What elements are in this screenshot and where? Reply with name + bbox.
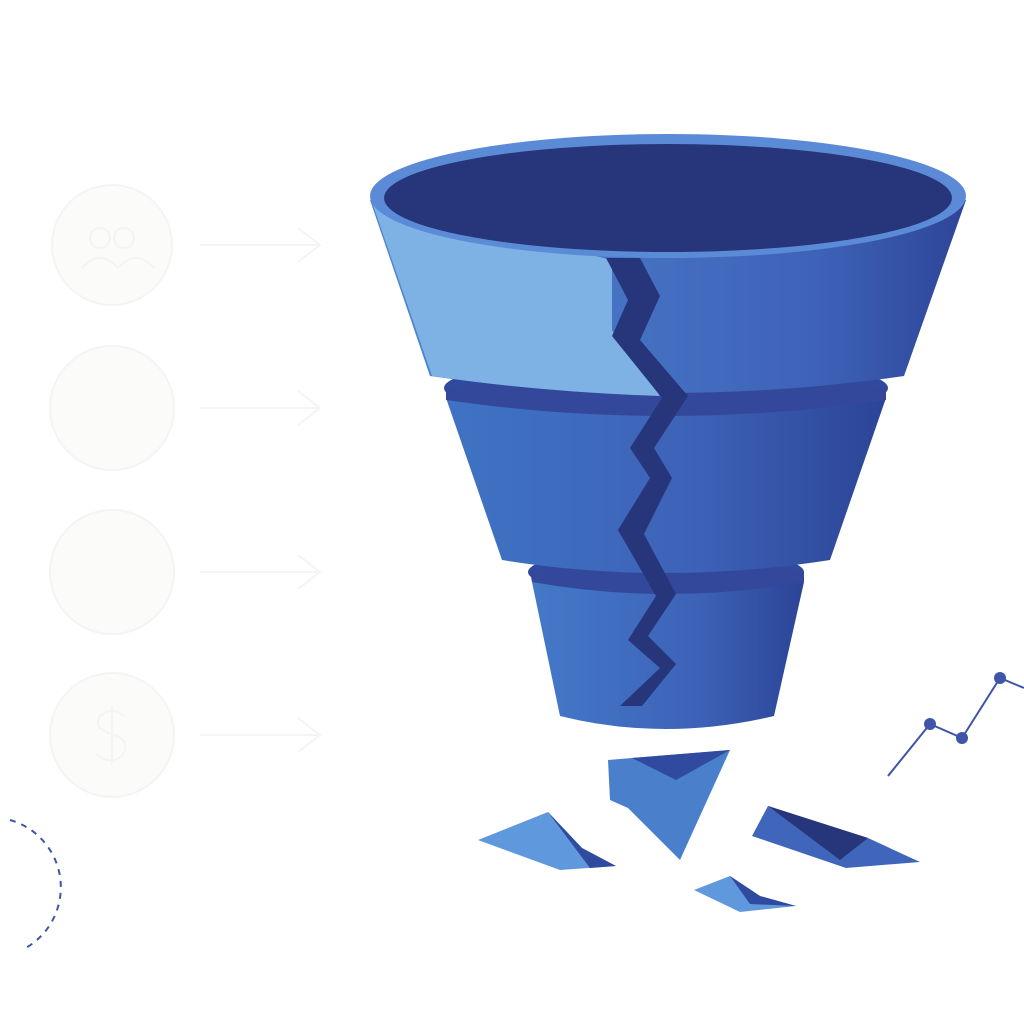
- arrow-right-icon: [200, 227, 322, 263]
- dollar-icon: [49, 672, 175, 798]
- trend-line-accent: [887, 672, 1024, 777]
- arrow-right-icon: [200, 390, 322, 426]
- funnel: [370, 134, 966, 729]
- shard: [768, 806, 868, 860]
- shard: [548, 812, 616, 868]
- broken-shards: [478, 750, 920, 912]
- people-group-icon: [51, 184, 173, 306]
- blank-circle-icon: [49, 345, 175, 471]
- funnel-crack: [606, 258, 688, 706]
- shard: [730, 876, 796, 906]
- arrow-right-icon: [200, 717, 322, 753]
- shard: [608, 750, 730, 860]
- funnel-top-section: [370, 134, 966, 396]
- stage-icons: [49, 184, 322, 798]
- blank-circle-icon: [49, 509, 175, 635]
- funnel-bottom-section: [528, 548, 804, 729]
- shard: [632, 750, 730, 780]
- arrow-right-icon: [200, 554, 322, 590]
- dashed-arc: [9, 819, 62, 951]
